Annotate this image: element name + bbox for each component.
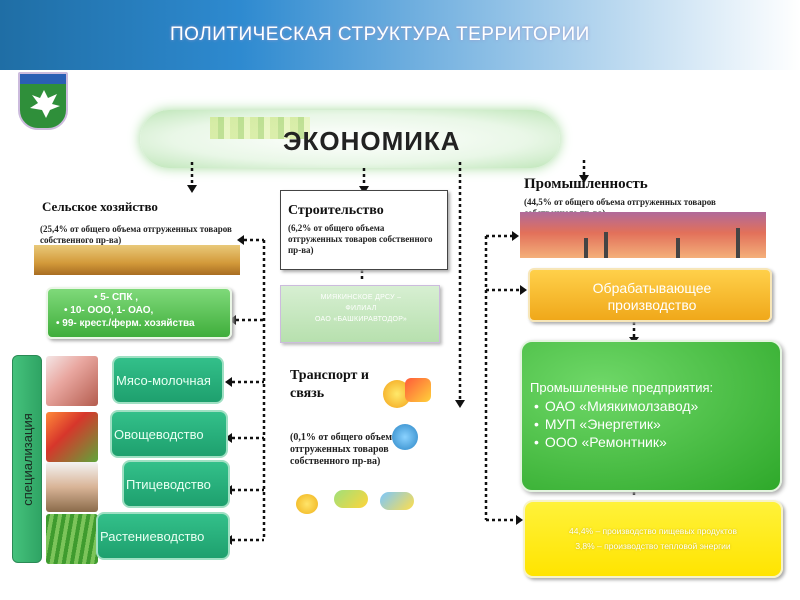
vegetables-photo (46, 412, 98, 462)
chimney-icon (584, 238, 588, 258)
eagle-icon (30, 90, 60, 118)
chimney-icon (604, 232, 608, 258)
crop-field-photo (46, 514, 98, 564)
list-item: • 99- крест./ферм. хозяйства (56, 318, 195, 329)
industry-photo (520, 212, 766, 258)
construction-enterprise-line: ФИЛИАЛ (345, 305, 377, 312)
meat-dairy-photo (46, 356, 98, 406)
industry-shares-box (523, 500, 783, 578)
specialization-label: специализация (19, 412, 35, 506)
list-item: • 10- ООО, 1- ОАО, (64, 305, 154, 316)
spec-poultry: Птицеводство (122, 460, 230, 508)
specialization-bar (12, 355, 42, 563)
spec-vegetables: Овощеводство (110, 410, 228, 458)
construction-title: Строительство (288, 203, 384, 218)
construction-enterprise-line: ОАО «БАШКИРАВТОДОР» (314, 316, 408, 323)
chimney-icon (736, 228, 740, 258)
construction-note: (6,2% от общего объема отгруженных товар… (288, 223, 433, 255)
agriculture-title: Сельское хозяйство (42, 199, 158, 214)
processing-box: Обрабатывающее производство (528, 268, 772, 322)
list-item: • 5- СПК , (94, 292, 139, 303)
spec-crops: Растениеводство (96, 512, 230, 560)
industry-title: Промышленность (524, 176, 648, 192)
truck-icon (405, 378, 431, 402)
coat-of-arms-emblem (18, 72, 68, 130)
processing-label-line: Обрабатывающее (592, 280, 712, 296)
economy-title: ЭКОНОМИКА (283, 126, 461, 156)
transport-title-line: Транспорт и (290, 368, 369, 383)
industry-share-line: 44,4% – производство пищевых продуктов (569, 526, 737, 536)
transport-note: (0,1% от общего объема отгруженных товар… (290, 432, 398, 467)
processing-label-line: производство (607, 297, 697, 313)
agriculture-enterprises-list (46, 287, 232, 339)
wheat-field-photo (34, 245, 240, 275)
construction-box (280, 190, 448, 270)
agriculture-note: (25,4% от общего объема отгруженных това… (40, 224, 232, 245)
transport-title-line: связь (290, 386, 325, 401)
spec-meat-dairy: Мясо-молочная (112, 356, 224, 404)
enterprise-item: ОАО «Миякимолзавод» (534, 398, 698, 414)
globe-icon (392, 424, 418, 450)
enterprise-item: МУП «Энергетик» (534, 416, 661, 432)
industry-share-line: 3,8% – производство тепловой энергии (575, 541, 731, 551)
chimney-icon (676, 238, 680, 258)
airplane-icon (380, 492, 414, 510)
construction-enterprise-box: МИЯКИНСКОЕ ДРСУ – ФИЛИАЛ ОАО «БАШКИРАВТО… (280, 285, 440, 343)
poultry-photo (46, 462, 98, 512)
construction-enterprise-line: МИЯКИНСКОЕ ДРСУ – (320, 294, 402, 301)
city-illustration (210, 117, 310, 139)
page-title: ПОЛИТИЧЕСКАЯ СТРУКТУРА ТЕРРИТОРИИ (170, 24, 590, 45)
header-banner (0, 0, 800, 70)
enterprises-title: Промышленные предприятия: (530, 380, 714, 395)
car-icon (334, 490, 368, 508)
enterprise-item: ООО «Ремонтник» (534, 434, 667, 450)
sun-icon (296, 494, 318, 514)
